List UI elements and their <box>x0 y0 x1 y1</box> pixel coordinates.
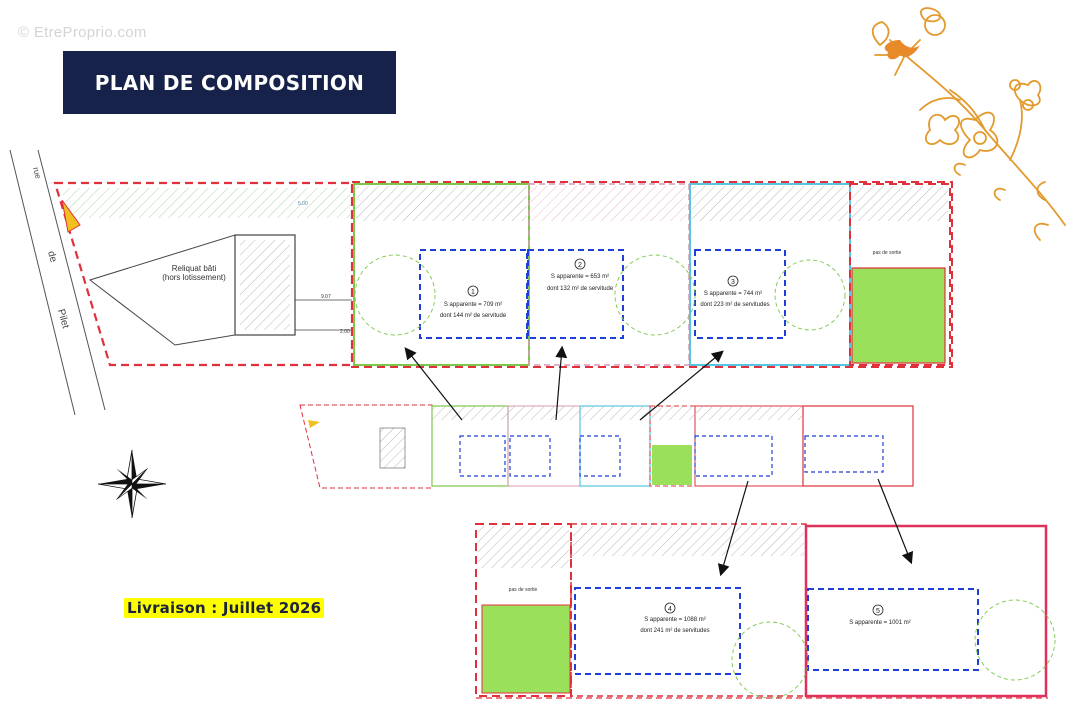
lot-2-label: 2 S apparente = 653 m² dont 132 m² de se… <box>547 258 614 292</box>
flower-decoration <box>871 7 1066 241</box>
lot-1-surface: S apparente = 709 m² <box>444 302 502 308</box>
page-title: PLAN DE COMPOSITION <box>94 70 365 95</box>
lot-4-surface: S apparente = 1088 m² <box>644 617 706 623</box>
existing-building-line1: Reliquat bâti <box>172 264 217 273</box>
lot-5-number: 5 <box>876 608 880 615</box>
lot-4-servitude: dont 241 m² de servitudes <box>640 628 709 634</box>
measure-2-00: 2.00 <box>340 329 350 335</box>
lot-2-number: 2 <box>578 262 582 269</box>
lot-1-servitude: dont 144 m² de servitude <box>440 313 507 319</box>
flower-petal-fill <box>884 40 920 60</box>
lot-2-surface: S apparente = 653 m² <box>551 274 609 280</box>
lot-5-label: 5 S apparente = 1001 m² <box>849 604 911 626</box>
compass-rose-icon <box>97 449 167 519</box>
lot-3-servitude: dont 223 m² de servitudes <box>700 302 769 308</box>
street-label-a: rue <box>31 166 43 180</box>
top-plan <box>9 149 953 416</box>
measure-5-00: 5.00 <box>298 201 308 207</box>
watermark: © EtreProprio.com <box>18 24 147 41</box>
no-exit-label-bottom: pas de sortie <box>509 587 538 593</box>
lot-3-surface: S apparente = 744 m² <box>704 291 762 297</box>
lot-5-surface: S apparente = 1001 m² <box>849 620 911 626</box>
lot-3-number: 3 <box>731 279 735 286</box>
lot-4-number: 4 <box>668 606 672 613</box>
overview-plan <box>299 404 914 489</box>
title-banner: PLAN DE COMPOSITION <box>63 51 396 114</box>
lot-4-label: 4 S apparente = 1088 m² dont 241 m² de s… <box>640 602 710 634</box>
lot-1-number: 1 <box>471 289 475 296</box>
lot-1-label: 1 S apparente = 709 m² dont 144 m² de se… <box>440 285 507 319</box>
lot-3-label: 3 S apparente = 744 m² dont 223 m² de se… <box>700 275 770 308</box>
lot-2-servitude: dont 132 m² de servitude <box>547 286 614 292</box>
no-exit-label-top: pas de sortie <box>873 250 902 256</box>
existing-building-line2: (hors lotissement) <box>162 273 226 282</box>
bottom-plan <box>475 523 1056 699</box>
street-label-c: Pilet <box>55 308 71 330</box>
delivery-label: Livraison : Juillet 2026 <box>124 598 325 618</box>
connector-arrows <box>404 345 914 577</box>
measure-9-07: 9.07 <box>321 294 331 300</box>
street-label-b: de <box>45 250 59 264</box>
